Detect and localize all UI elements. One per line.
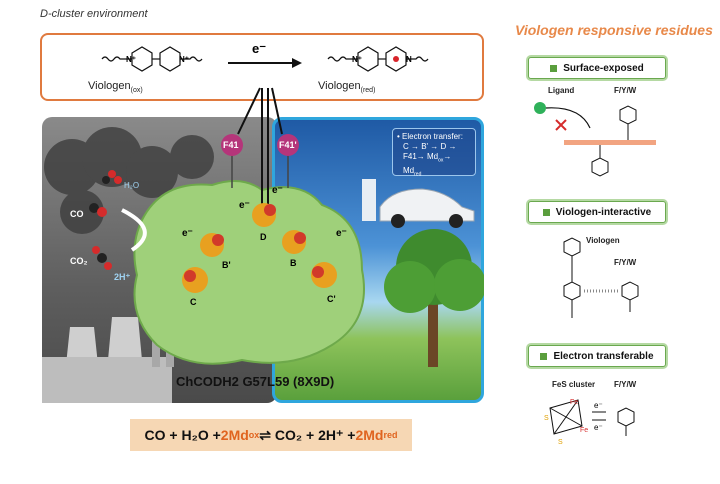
s-2: S — [558, 439, 563, 446]
et-title: • Electron transfer: — [397, 132, 463, 141]
et-line1: C → B' → D → — [403, 142, 457, 151]
electron-4: e⁻ — [336, 228, 347, 239]
tree — [384, 229, 484, 367]
radical-dot — [393, 56, 399, 62]
fe-2: Fe — [580, 427, 588, 434]
viologen-ox-label: Viologen(ox) — [88, 80, 143, 95]
n-plus-left-1: N⁺ — [126, 55, 136, 64]
right-title: Viologen responsive residues — [515, 22, 713, 38]
co-label: CO — [70, 209, 84, 219]
enzyme-figure: F41 F41' D B' B C C' e⁻ e⁻ e⁻ e⁻ H₂O CO … — [70, 87, 365, 365]
surface-exposed-box: Surface-exposed — [528, 57, 666, 79]
viologen-interactive-box: Viologen-interactive — [528, 201, 666, 223]
co2-label: CO₂ — [70, 256, 88, 266]
fyw-label-3: F/Y/W — [614, 380, 637, 389]
electron-transferable-diagram: Fe S Fe S e⁻ e⁻ — [544, 399, 635, 446]
fyw-label-1: F/Y/W — [614, 86, 637, 95]
viologen-reaction-diagram: N⁺ N⁺ N⁺ N e⁻ — [101, 41, 429, 72]
cluster-d-label: D — [260, 232, 267, 242]
fyw-label-2: F/Y/W — [614, 258, 637, 267]
fes-cluster-label: FeS cluster — [552, 380, 596, 389]
electron-transferable-box: Electron transferable — [528, 345, 666, 367]
fe-1: Fe — [570, 399, 578, 406]
electron-transfer-box: • Electron transfer: C → B' → D → F41→ M… — [392, 128, 476, 178]
smoke-clouds — [44, 127, 214, 234]
electron-2: e⁻ — [272, 185, 283, 196]
f41-left-label: F41 — [223, 140, 239, 150]
viologen-interactive-diagram — [563, 237, 639, 318]
n-dot-right: N — [406, 55, 412, 64]
scenery — [42, 127, 484, 403]
charger — [362, 179, 376, 221]
surface-exposed-diagram — [534, 102, 656, 177]
f41-ball-left — [221, 134, 243, 156]
viologen-red-structure — [327, 46, 429, 72]
f41-right-label: F41' — [279, 140, 297, 150]
side-electron-1: e⁻ — [594, 401, 603, 410]
viologen-side-label: Viologen — [586, 236, 620, 245]
upward-arrows — [237, 87, 283, 210]
electron-1: e⁻ — [239, 200, 250, 211]
h2-label: 2H⁺ — [114, 272, 131, 282]
molecules — [89, 170, 122, 270]
fes-clusters — [182, 203, 337, 293]
n-plus-right: N⁺ — [352, 55, 362, 64]
reaction-electron: e⁻ — [252, 41, 266, 56]
ligand-label: Ligand — [548, 86, 575, 95]
curved-arrow — [121, 208, 147, 252]
viologen-ox-structure — [101, 46, 203, 72]
enzyme-blob — [133, 180, 365, 365]
cluster-b-label: B — [290, 258, 297, 268]
s-1: S — [544, 415, 549, 422]
electron-3: e⁻ — [182, 228, 193, 239]
f41-ball-right — [277, 134, 299, 156]
electric-car — [379, 188, 475, 228]
et-line2: F41→ Mdox→ Mdred — [403, 152, 452, 178]
cluster-b-prime-label: B' — [222, 260, 231, 270]
enzyme-name: ChCODH2 G57L59 (8X9D) — [176, 374, 335, 389]
cluster-c-label: C — [190, 297, 197, 307]
left-title: D-cluster environment — [40, 8, 148, 20]
h2o-label: H₂O — [124, 181, 139, 190]
cluster-c-prime-label: C' — [327, 294, 336, 304]
n-plus-left-2: N⁺ — [179, 55, 189, 64]
viologen-red-label: Viologen(red) — [318, 80, 376, 95]
side-electron-2: e⁻ — [594, 423, 603, 432]
